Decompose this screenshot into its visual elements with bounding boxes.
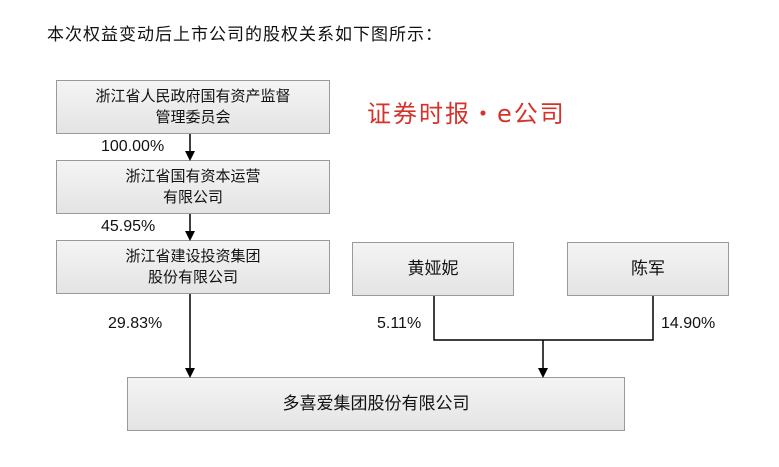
node-chen-jun: 陈军 bbox=[567, 242, 729, 296]
node-duoxiai-label: 多喜爱集团股份有限公司 bbox=[282, 393, 470, 414]
node-zj-construction-line1: 浙江省建设投资集团 bbox=[125, 247, 261, 265]
node-zj-sasac: 浙江省人民政府国有资产监督 管理委员会 bbox=[56, 80, 330, 134]
node-huang-yani-label: 黄娅妮 bbox=[407, 258, 459, 279]
node-zj-sasac-line1: 浙江省人民政府国有资产监督 bbox=[95, 87, 291, 105]
watermark: 证券时报・e公司 bbox=[367, 100, 566, 128]
node-zj-capital: 浙江省国有资本运营 有限公司 bbox=[56, 160, 330, 214]
edge-label-chen-duoxiai: 14.90% bbox=[661, 315, 716, 332]
connector-huang-chen-join bbox=[433, 296, 654, 341]
node-huang-yani: 黄娅妮 bbox=[352, 242, 514, 296]
node-zj-sasac-line2: 管理委员会 bbox=[155, 108, 231, 126]
intro-text: 本次权益变动后上市公司的股权关系如下图所示： bbox=[47, 25, 443, 45]
node-zj-construction: 浙江省建设投资集团 股份有限公司 bbox=[56, 240, 330, 294]
node-zj-capital-line2: 有限公司 bbox=[162, 188, 223, 206]
node-zj-capital-line1: 浙江省国有资本运营 bbox=[125, 167, 261, 185]
edge-label-huang-duoxiai: 5.11% bbox=[377, 315, 422, 332]
node-duoxiai: 多喜爱集团股份有限公司 bbox=[127, 377, 625, 431]
edge-label-construction-duoxiai: 29.83% bbox=[108, 315, 163, 332]
node-zj-construction-line2: 股份有限公司 bbox=[147, 268, 238, 286]
node-chen-jun-label: 陈军 bbox=[631, 258, 665, 279]
edge-label-capital-construction: 45.95% bbox=[101, 218, 156, 235]
edge-label-sasac-capital: 100.00% bbox=[101, 138, 165, 155]
